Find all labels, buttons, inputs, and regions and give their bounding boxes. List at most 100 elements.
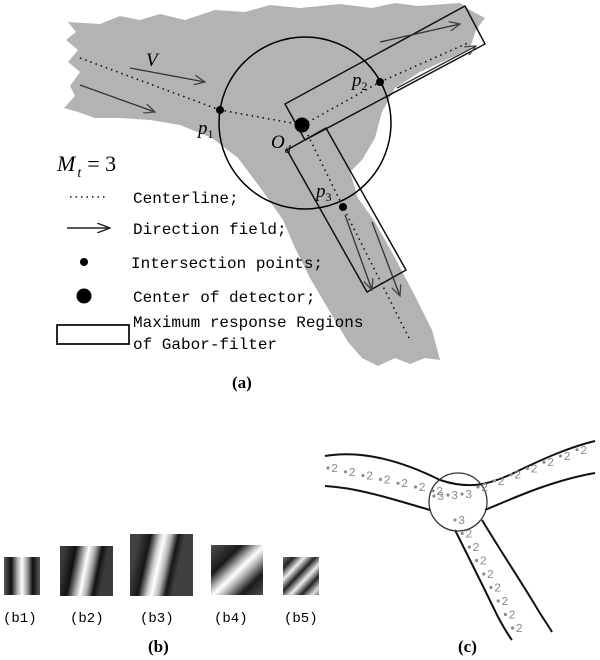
centerline-order-label: 2: [401, 477, 408, 491]
centerline-order-label: 2: [436, 485, 443, 499]
vessel-outline-top: [324, 440, 596, 487]
gabor-filter-b5: [283, 557, 319, 595]
label-velocity: V: [146, 50, 160, 71]
centerline-dot: [432, 494, 436, 498]
label-p3: p3: [314, 181, 332, 204]
centerline-order-label: 3: [451, 489, 458, 503]
filter-label-b5: (b5): [284, 611, 318, 627]
centerline-order-label: 2: [465, 528, 472, 542]
centerline-order-label: 2: [481, 481, 488, 495]
centerline-dot: [510, 626, 515, 630]
centerline-order-label: 2: [580, 444, 587, 458]
centerline-order-label: 3: [437, 490, 444, 504]
centerline-order-label: 2: [384, 473, 391, 487]
centerline-dot: [496, 599, 500, 603]
filter-label-b3: (b3): [140, 611, 174, 627]
direction-arrow: [344, 214, 372, 290]
centerline-dot: [413, 485, 418, 489]
legend-intersection-swatch: [80, 258, 88, 266]
legend-intersection-text: Intersection points;: [131, 255, 323, 273]
detector-circle: [218, 36, 392, 210]
centerline-dot: [575, 448, 579, 452]
gabor-filter-b2: [60, 546, 113, 596]
centerline-order-label: 2: [480, 555, 487, 569]
centerline-dot: [489, 585, 493, 590]
centerline-order-label: 3: [458, 514, 465, 528]
centerline-dot: [396, 481, 400, 485]
centerline-dot: [475, 558, 479, 563]
filter-label-b4: (b4): [214, 611, 248, 627]
intersection-point-p1: [216, 106, 224, 114]
legend-center-swatch: [76, 288, 92, 304]
centerline-dot: [467, 545, 471, 549]
centerline-dot: [482, 572, 486, 576]
direction-arrow: [396, 46, 476, 89]
legend-region-text: Maximum response Regions: [133, 314, 363, 332]
vessel-outline-right-bottom: [484, 472, 596, 511]
centerline-dot: [446, 493, 450, 497]
centerline-dot: [503, 612, 507, 617]
centerline-dot: [453, 518, 457, 522]
centerline-order-label: 3: [465, 488, 472, 502]
centerline-dot: [460, 492, 464, 496]
gabor-filter-b4: [211, 545, 263, 595]
label-p2: p2: [350, 70, 368, 93]
centerline-dot: [431, 489, 435, 493]
centerline-order-label: 2: [564, 450, 571, 464]
centerline-dot: [509, 473, 513, 477]
centerline-order-label: 2: [501, 595, 508, 609]
vessel-outline-down-left: [454, 529, 513, 641]
gabor-filter-b3: [130, 534, 193, 596]
gabor-region-lower: [285, 126, 408, 294]
intersection-point-p3: [339, 203, 347, 211]
label-p1: p1: [196, 118, 214, 141]
label-od: Od: [271, 132, 292, 156]
detector-circle-c: [428, 472, 488, 532]
centerline-order-label: 2: [498, 475, 505, 489]
centerline-dot: [476, 485, 480, 489]
legend-direction-text: Direction field;: [133, 221, 287, 239]
centerline-order-label: 2: [514, 469, 521, 483]
legend-centerline-text: Centerline;: [133, 190, 239, 208]
centerline-dot: [525, 466, 530, 470]
centerline-dot: [361, 474, 365, 478]
centerline-dot: [343, 470, 348, 474]
centerline-dot: [542, 460, 546, 464]
legend-region-text-2: of Gabor-filter: [133, 336, 277, 354]
centerline-order-label: 2: [349, 466, 356, 480]
centerline-order-label: 2: [494, 582, 501, 596]
centerline-order-label: 2: [516, 622, 523, 636]
direction-arrow: [129, 67, 205, 82]
intersection-point-p2: [376, 78, 384, 86]
detector-center: [294, 117, 310, 133]
caption-b: (b): [148, 637, 169, 656]
direction-arrow: [79, 84, 155, 112]
centerline-order-label: 2: [508, 609, 515, 623]
centerline-order-label: 2: [331, 462, 338, 476]
gabor-filter-b1: [4, 557, 40, 595]
centerline-order-label: 2: [472, 541, 479, 555]
filter-label-b1: (b1): [3, 611, 37, 627]
centerline-dot: [558, 454, 563, 458]
legend-center-text: Center of detector;: [133, 289, 315, 307]
direction-arrow: [379, 24, 460, 43]
caption-c: (c): [458, 637, 477, 656]
centerline-order-label: 2: [547, 456, 554, 470]
vessel-shape: [64, 3, 485, 366]
centerline-dot: [460, 531, 464, 536]
direction-arrow: [371, 221, 400, 296]
centerline-dot: [378, 477, 383, 481]
caption-a: (a): [232, 373, 252, 392]
centerline-dot: [492, 479, 497, 483]
centerline-order-label: 2: [366, 470, 373, 484]
vessel-outline-left-bottom: [324, 485, 431, 511]
centerline-dot: [326, 466, 330, 470]
panel-b: (b1) (b2) (b3) (b4) (b5) (b): [3, 534, 319, 656]
centerline-order-label: 2: [487, 568, 494, 582]
legend-region-swatch: [56, 324, 130, 345]
